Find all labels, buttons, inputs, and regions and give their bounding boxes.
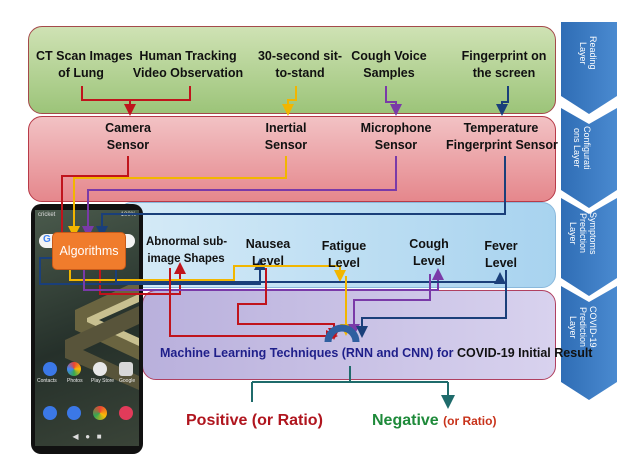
messages-icon[interactable] <box>67 406 81 420</box>
app-label-contacts: Contacts <box>37 378 57 384</box>
contacts-icon[interactable] <box>43 362 57 376</box>
negative-result: Negative (or Ratio) <box>372 412 497 429</box>
configurations-layer-panel <box>28 116 556 202</box>
algo-to-fatigue <box>69 265 346 282</box>
symptoms-prediction-layer-panel <box>118 202 556 288</box>
app-label-play-store: Play Store <box>91 378 115 384</box>
cough-to-ml <box>348 274 431 336</box>
app-row: Contacts Photos Play Store Google <box>35 362 139 392</box>
dock <box>35 406 139 426</box>
config-chevron <box>561 108 617 208</box>
positive-result: Positive (or Ratio) <box>186 412 323 429</box>
chrome-icon[interactable] <box>93 406 107 420</box>
camera-app-icon[interactable] <box>119 406 133 420</box>
camera-input-link <box>81 86 191 110</box>
carrier-label: cricket <box>38 212 56 218</box>
temperature-line <box>96 156 506 238</box>
photos-icon[interactable] <box>67 362 81 376</box>
nausea-to-ml <box>237 268 340 340</box>
results-split <box>251 366 448 402</box>
ml-hub <box>324 324 360 343</box>
google-folder-icon[interactable] <box>119 362 133 376</box>
temperature-input-link <box>496 86 509 116</box>
reading-chevron <box>561 22 617 114</box>
prediction-chevron <box>561 286 617 400</box>
algorithms-box: Algorithms <box>52 232 126 270</box>
phone-icon[interactable] <box>43 406 57 420</box>
machine-learning-label: Machine Learning Techniques (RNN and CNN… <box>160 346 593 360</box>
microphone-input-link <box>385 86 402 116</box>
symptoms-chevron <box>561 198 617 296</box>
abnormal-shapes-label: Abnormal sub-image Shapes <box>146 236 228 265</box>
algo-to-fever <box>115 268 506 284</box>
app-label-google: Google <box>119 378 136 384</box>
inertial-input-link <box>282 86 297 116</box>
camera-line <box>61 156 129 232</box>
microphone-line <box>82 156 397 238</box>
fever-to-ml <box>356 270 507 338</box>
inertial-line <box>68 156 287 238</box>
app-label-photos: Photos <box>67 378 83 384</box>
abnormal-to-ml <box>169 268 338 342</box>
google-g-icon: G <box>43 234 51 245</box>
nav-buttons: ◀ ● ■ <box>72 432 102 441</box>
play-store-icon[interactable] <box>93 362 107 376</box>
sit-to-stand-label: 30-second sit-to-stand <box>257 49 343 80</box>
